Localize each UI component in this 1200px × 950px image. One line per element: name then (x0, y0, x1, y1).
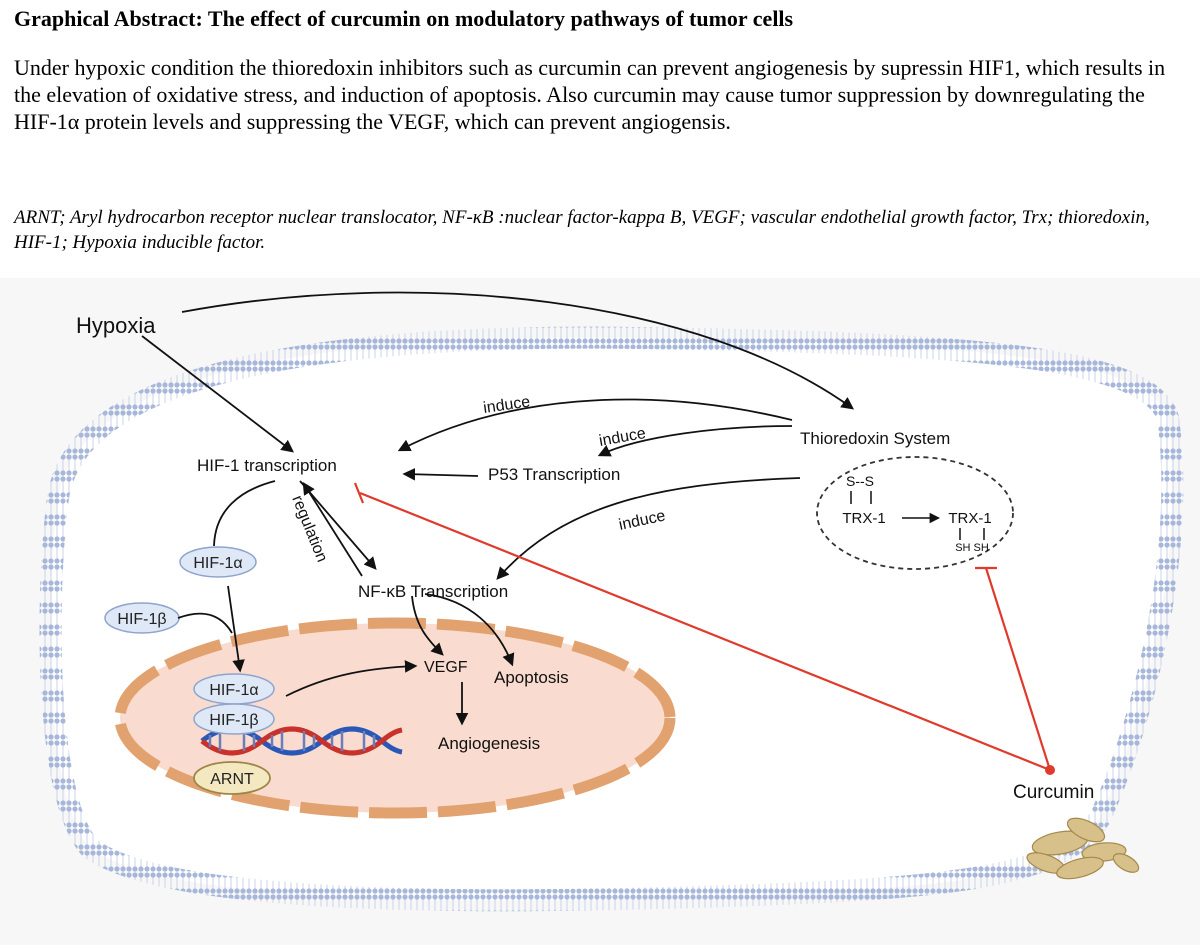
pathway-figure: HIF-1α HIF-1β HIF-1α HIF-1β ARNT S--S TR… (0, 278, 1200, 945)
curcumin-inhibits-hif1-tbar (353, 482, 365, 504)
hypoxia-to-hif1-arrow (141, 335, 294, 453)
curcumin-dot (1045, 765, 1055, 775)
curcumin-label: Curcumin (1013, 782, 1094, 803)
apoptosis-label: Apoptosis (494, 668, 569, 687)
hif1b-cytoplasm-label: HIF-1β (117, 611, 166, 628)
induce-label-top: induce (482, 394, 531, 417)
dna-helix (200, 726, 403, 756)
nfkb-to-vegf-arrow (411, 595, 444, 656)
thioredoxin-system-boundary (816, 456, 1014, 570)
curcumin-inhibits-hif1-line (359, 491, 1051, 772)
hypoxia-to-thioredoxin-arrow (181, 291, 855, 410)
hif1b-nucleus-label: HIF-1β (209, 712, 258, 729)
hif1a-nucleus-label: HIF-1α (209, 682, 258, 699)
hypoxia-label: Hypoxia (76, 313, 156, 338)
nfkb-transcription-label: NF-κB Transcription (358, 582, 508, 601)
page-title: Graphical Abstract: The effect of curcum… (14, 6, 794, 31)
thioredoxin-to-p53-induce-arrow (597, 425, 793, 457)
hif1-transcription-label: HIF-1 transcription (197, 456, 337, 475)
curcumin-inhibits-thioredoxin-line (984, 567, 1052, 771)
abbreviations-note: ARNT; Aryl hydrocarbon receptor nuclear … (14, 207, 1150, 253)
trx-disulfide-label: S--S (846, 473, 874, 489)
hif1-to-hif1a-line (213, 480, 276, 547)
dna-to-vegf-arrow (285, 660, 418, 697)
thioredoxin-to-hif1-induce-arrow (397, 398, 793, 452)
nfkb-to-apoptosis-arrow (424, 593, 515, 667)
angiogenesis-label: Angiogenesis (438, 734, 540, 753)
trx-thiol-label: SH SH (955, 542, 989, 554)
hif1a-cytoplasm-shape (179, 546, 257, 578)
hif1b-to-nucleus-arrow (177, 612, 233, 634)
pathway-arrows (141, 291, 941, 726)
pathway-diagram: HIF-1α HIF-1β HIF-1α HIF-1β ARNT S--S TR… (39, 291, 1184, 912)
thioredoxin-system-label: Thioredoxin System (800, 429, 950, 448)
trx1-reduced-label: TRX-1 (948, 510, 991, 527)
nuclear-envelope (114, 617, 676, 819)
p53-to-hif1-arrow (402, 467, 479, 481)
thioredoxin-to-nfkb-induce-arrow (496, 477, 801, 580)
trx1-oxidized-label: TRX-1 (842, 510, 885, 527)
vegf-label: VEGF (424, 659, 468, 676)
arnt-label: ARNT (210, 771, 254, 788)
hif1a-to-nucleus-arrow (227, 585, 245, 673)
turmeric-root-icon (1026, 817, 1140, 880)
p53-transcription-label: P53 Transcription (488, 465, 620, 484)
hif1b-nucleus-shape (193, 703, 275, 735)
arnt-shape (193, 761, 271, 795)
hif1a-cytoplasm-label: HIF-1α (193, 555, 242, 572)
curcumin-inhibition (353, 482, 1052, 772)
abstract-description: Under hypoxic condition the thioredoxin … (14, 55, 1166, 134)
nfkb-to-hif1-regulation-arrow (302, 481, 363, 577)
